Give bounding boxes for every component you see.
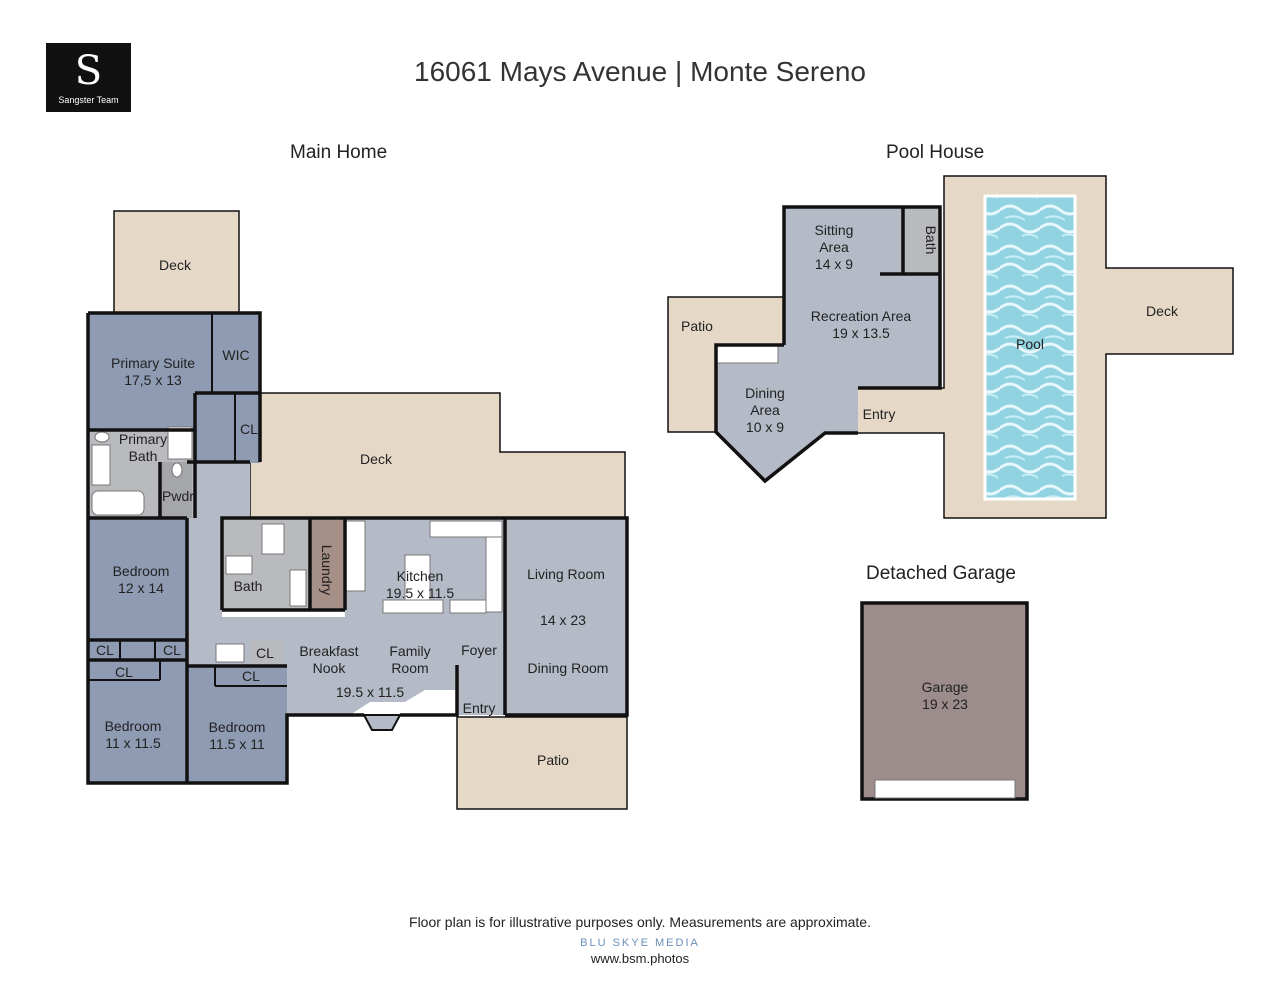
- label-family-room-2: Room: [391, 660, 428, 676]
- label-garage-dims: 19 x 23: [922, 696, 968, 712]
- page-title: 16061 Mays Avenue | Monte Sereno: [414, 56, 866, 87]
- label-sitting-area-dims: 14 x 9: [815, 256, 853, 272]
- label-recreation-area-dims: 19 x 13.5: [832, 325, 890, 341]
- label-deck-pool: Deck: [1146, 303, 1179, 319]
- label-primary-bath-2: Bath: [129, 448, 158, 464]
- logo: S Sangster Team: [46, 43, 131, 112]
- label-breakfast-nook-2: Nook: [313, 660, 347, 676]
- pool-water: [983, 194, 1077, 501]
- label-cl-suite: CL: [240, 421, 258, 437]
- label-bedroom-3-dims: 11.5 x 11: [209, 736, 265, 752]
- label-kitchen: Kitchen: [397, 568, 444, 584]
- logo-team-name: Sangster Team: [58, 95, 119, 105]
- label-laundry: Laundry: [319, 545, 335, 596]
- footer-disclaimer: Floor plan is for illustrative purposes …: [409, 914, 871, 930]
- label-bedroom-2: Bedroom: [105, 718, 162, 734]
- deck-main: [249, 392, 626, 519]
- label-bedroom-1: Bedroom: [113, 563, 170, 579]
- label-dining-area-dims: 10 x 9: [746, 419, 784, 435]
- label-dining-area: Dining: [745, 385, 785, 401]
- pool-bath: [903, 207, 940, 274]
- label-family-dims: 19.5 x 11.5: [336, 684, 404, 700]
- label-dining-room: Dining Room: [528, 660, 609, 676]
- footer-brand: BLU SKYE MEDIA: [580, 937, 700, 949]
- section-detached-garage: Detached Garage: [866, 563, 1016, 584]
- label-sitting-area-2: Area: [819, 239, 849, 255]
- walls-pool-house: [714, 205, 942, 484]
- kitchen-counters: [344, 520, 503, 614]
- label-primary-suite-dims: 17,5 x 13: [124, 372, 182, 388]
- primary-suite-lower: [195, 393, 260, 463]
- section-main-home: Main Home: [290, 142, 388, 163]
- label-deck-main: Deck: [360, 451, 393, 467]
- closet-partitions: [88, 393, 287, 687]
- label-dining-area-2: Area: [750, 402, 780, 418]
- label-primary-suite: Primary Suite: [111, 355, 195, 371]
- label-cl-d: CL: [242, 668, 260, 684]
- label-wic: WIC: [222, 347, 249, 363]
- label-entry-main: Entry: [463, 700, 496, 716]
- label-family-room: Family: [389, 643, 430, 659]
- bath-fixtures: [91, 426, 307, 663]
- label-garage: Garage: [922, 679, 969, 695]
- label-foyer: Foyer: [461, 642, 497, 658]
- label-bedroom-3: Bedroom: [209, 719, 266, 735]
- label-primary-bath: Primary: [119, 431, 167, 447]
- label-recreation-area: Recreation Area: [811, 308, 912, 324]
- label-bedroom-2-dims: 11 x 11.5: [105, 735, 161, 751]
- label-bedroom-1-dims: 12 x 14: [118, 580, 164, 596]
- label-bath: Bath: [234, 578, 263, 594]
- footer-site: www.bsm.photos: [590, 951, 690, 966]
- bay-window: [362, 714, 402, 731]
- logo-letter: S: [74, 48, 103, 94]
- label-living-room: Living Room: [527, 566, 605, 582]
- label-living-room-dims: 14 x 23: [540, 612, 586, 628]
- label-cl-e: CL: [256, 645, 274, 661]
- label-entry-pool: Entry: [863, 406, 896, 422]
- linen-closet: [250, 640, 282, 666]
- label-patio-main: Patio: [537, 752, 569, 768]
- label-kitchen-dims: 19.5 x 11.5: [386, 585, 454, 601]
- dining-window-seat: [715, 344, 779, 364]
- deck-top: [113, 210, 240, 314]
- label-sitting-area: Sitting: [815, 222, 854, 238]
- walls-main: [86, 311, 629, 785]
- living-room: [505, 518, 627, 715]
- laundry: [310, 518, 345, 610]
- label-breakfast-nook: Breakfast: [299, 643, 358, 659]
- label-cl-b: CL: [163, 642, 181, 658]
- label-cl-c: CL: [115, 664, 133, 680]
- patio-main: [456, 716, 628, 810]
- garage-door: [874, 779, 1016, 799]
- label-deck-top: Deck: [159, 257, 192, 273]
- label-pool-bath: Bath: [923, 226, 939, 255]
- label-pool: Pool: [1016, 336, 1044, 352]
- garage-floor: [860, 601, 1029, 801]
- label-patio-pool: Patio: [681, 318, 713, 334]
- label-cl-a: CL: [96, 642, 114, 658]
- bedroom-1: [88, 518, 187, 660]
- label-pwdr: Pwdr: [162, 488, 194, 504]
- section-pool-house: Pool House: [886, 142, 985, 163]
